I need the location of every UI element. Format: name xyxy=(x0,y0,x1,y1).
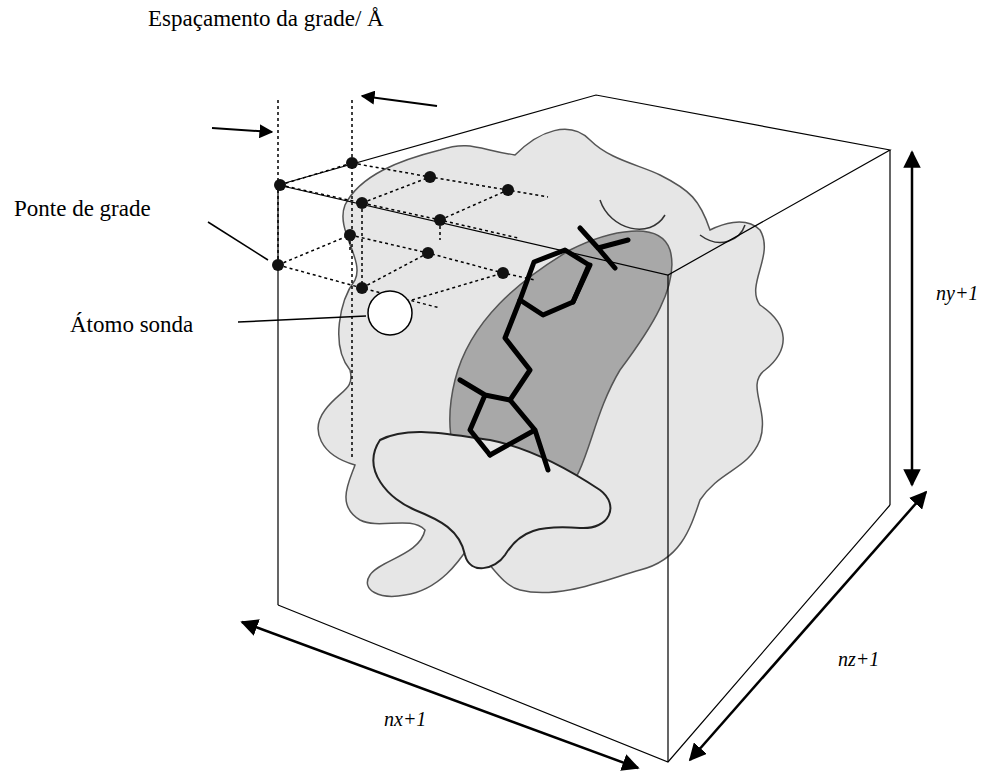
probe-atom-label: Átomo sonda xyxy=(70,312,193,337)
dimension-label: nz+1 xyxy=(838,648,879,670)
protein-surface xyxy=(318,129,783,596)
grid-lines xyxy=(278,100,548,460)
dimension-arrows xyxy=(242,152,926,768)
leader-lines xyxy=(208,222,366,322)
ligand-molecule xyxy=(460,228,628,470)
probe-atom xyxy=(368,291,412,335)
dimension-label: ny+1 xyxy=(936,282,978,304)
grid-point-label: Ponte de grade xyxy=(14,196,151,221)
grid-box xyxy=(278,95,890,762)
spacing-title: Espaçamento da grade/ Å xyxy=(148,6,384,31)
spacing-arrows xyxy=(212,96,437,132)
dimension-label: nx+1 xyxy=(384,708,426,730)
grid-points xyxy=(272,157,514,294)
